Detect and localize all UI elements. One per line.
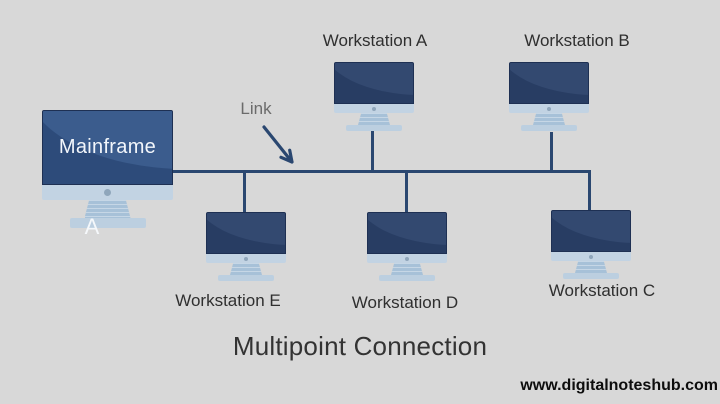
monitor-chin (367, 254, 447, 263)
monitor-stand-neck (575, 261, 607, 273)
workstation-monitor-a (334, 62, 414, 131)
monitor-stand-base (218, 275, 274, 281)
bus-line (173, 170, 591, 173)
mainframe-label: Mainframe (58, 136, 157, 158)
camera-dot-icon (405, 256, 409, 261)
monitor-stand-neck (533, 113, 565, 125)
monitor-stand-neck (230, 263, 262, 275)
monitor-stand-base (346, 125, 402, 131)
monitor-chin (42, 185, 173, 200)
monitor-stand-neck (358, 113, 390, 125)
screen-sheen (335, 63, 413, 95)
camera-dot-icon (589, 254, 593, 259)
workstation-label-a: Workstation A (322, 31, 428, 50)
screen-sheen (510, 63, 588, 95)
screen-sheen (368, 213, 446, 245)
camera-dot-icon (372, 106, 376, 111)
workstation-monitor-d (367, 212, 447, 281)
mainframe-node: Mainframe A (42, 110, 173, 239)
monitor-screen (551, 210, 631, 252)
workstation-monitor-c (551, 210, 631, 279)
mainframe-screen: Mainframe (42, 110, 173, 185)
watermark-text: www.digitalnoteshub.com (520, 377, 718, 394)
workstation-label-e: Workstation E (175, 291, 281, 310)
drop-line-workstation-c (588, 170, 591, 212)
diagram-title: Multipoint Connection (232, 331, 488, 361)
monitor-stand-neck (84, 200, 131, 218)
link-arrow-icon (262, 125, 294, 164)
workstation-monitor-e (206, 212, 286, 281)
monitor-chin (334, 104, 414, 113)
camera-dot-icon (244, 256, 248, 261)
monitor-stand-base (69, 218, 146, 228)
monitor-stand-base (563, 273, 619, 279)
drop-line-workstation-d (405, 172, 408, 214)
riser-line-workstation-b (550, 132, 553, 172)
monitor-screen (334, 62, 414, 104)
workstation-label-c: Workstation C (548, 281, 656, 300)
riser-line-workstation-a (371, 131, 374, 172)
screen-sheen (552, 211, 630, 243)
monitor-screen (509, 62, 589, 104)
monitor-stand-neck (391, 263, 423, 275)
camera-dot-icon (104, 189, 111, 196)
monitor-chin (206, 254, 286, 263)
monitor-stand-base (379, 275, 435, 281)
screen-sheen (207, 213, 285, 245)
workstation-label-b: Workstation B (524, 31, 630, 50)
camera-dot-icon (547, 106, 551, 111)
workstation-monitor-b (509, 62, 589, 131)
monitor-chin (509, 104, 589, 113)
drop-line-workstation-e (243, 172, 246, 214)
monitor-screen (367, 212, 447, 254)
mainframe-sublabel: A (84, 214, 100, 239)
workstation-label-d: Workstation D (351, 293, 459, 312)
link-label: Link (240, 99, 272, 118)
monitor-stand-base (521, 125, 577, 131)
monitor-chin (551, 252, 631, 261)
monitor-screen (206, 212, 286, 254)
